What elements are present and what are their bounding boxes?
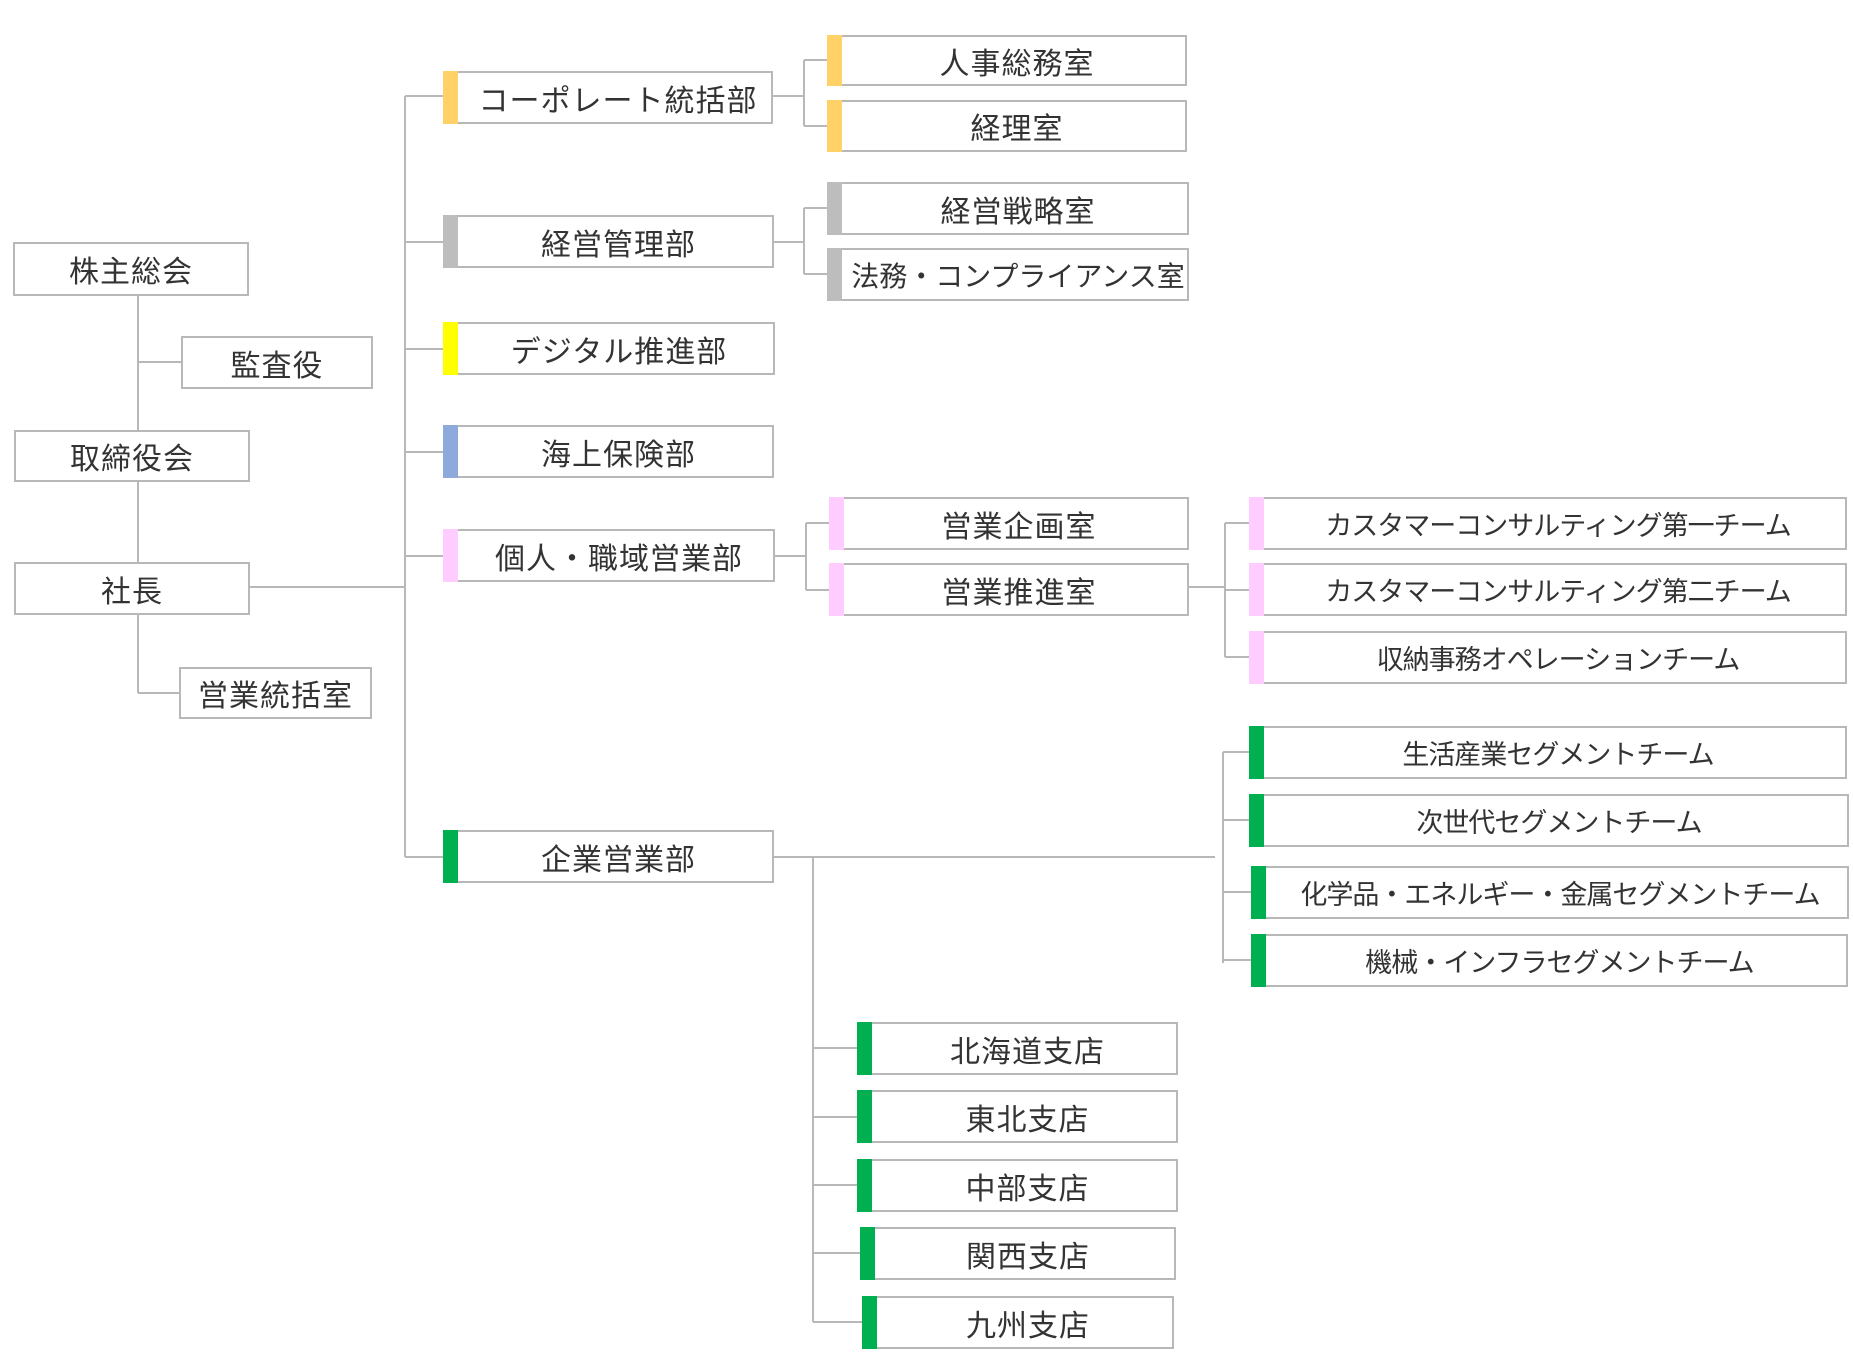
chubu-branch-box: 中部支店 (857, 1159, 1178, 1212)
sales-planning-office-label: 営業企画室 (941, 509, 1097, 545)
management-accent-bar (443, 215, 458, 268)
next-gen-segment-team-label: 次世代セグメントチーム (1416, 808, 1702, 839)
strategy-office-box: 経営戦略室 (827, 182, 1189, 235)
lifestyle-segment-team-label: 生活産業セグメントチーム (1402, 740, 1714, 771)
hr-general-office-box: 人事総務室 (827, 35, 1187, 86)
sales-promotion-office-box: 営業推進室 (829, 563, 1189, 616)
kyushu-branch-label: 九州支店 (966, 1308, 1090, 1344)
corporate-division-label: コーポレート統括部 (478, 83, 758, 119)
tohoku-accent-bar (857, 1090, 872, 1143)
sales-office-box: 営業統括室 (179, 667, 372, 719)
auditor-box: 監査役 (181, 336, 373, 389)
machinery-infra-team-label: 機械・インフラセグメントチーム (1365, 948, 1754, 979)
digital-division-label: デジタル推進部 (510, 334, 728, 370)
president-box: 社長 (14, 562, 250, 615)
personal-sales-division-box: 個人・職域営業部 (443, 529, 775, 582)
chemicals-accent-bar (1251, 866, 1266, 919)
next-gen-accent-bar (1249, 794, 1264, 847)
corporate-division-box: コーポレート統括部 (443, 71, 773, 124)
chemicals-energy-metals-team-label: 化学品・エネルギー・金属セグメントチーム (1300, 880, 1820, 911)
sales-promotion-accent-bar (829, 563, 844, 616)
consulting-2-accent-bar (1249, 563, 1264, 616)
customer-consulting-team-1-label: カスタマーコンサルティング第一チーム (1325, 511, 1792, 542)
chemicals-energy-metals-team-box: 化学品・エネルギー・金属セグメントチーム (1251, 866, 1849, 919)
sales-planning-accent-bar (829, 497, 844, 550)
customer-consulting-team-2-box: カスタマーコンサルティング第二チーム (1249, 563, 1847, 616)
strategy-accent-bar (827, 182, 842, 235)
hokkaido-accent-bar (857, 1022, 872, 1075)
tohoku-branch-label: 東北支店 (965, 1102, 1090, 1138)
board-label: 取締役会 (70, 442, 194, 477)
management-division-box: 経営管理部 (443, 215, 774, 268)
legal-accent-bar (827, 248, 842, 301)
kyushu-branch-box: 九州支店 (862, 1296, 1174, 1349)
collection-ops-accent-bar (1249, 631, 1264, 684)
president-label: 社長 (101, 574, 163, 610)
digital-division-box: デジタル推進部 (443, 322, 775, 375)
lifestyle-accent-bar (1249, 726, 1264, 779)
customer-consulting-team-2-label: カスタマーコンサルティング第二チーム (1325, 577, 1792, 608)
collection-operations-team-box: 収納事務オペレーションチーム (1249, 631, 1847, 684)
personal-sales-division-label: 個人・職域営業部 (495, 541, 743, 577)
enterprise-sales-division-label: 企業営業部 (541, 842, 696, 878)
kansai-branch-label: 関西支店 (966, 1239, 1090, 1275)
lifestyle-segment-team-box: 生活産業セグメントチーム (1249, 726, 1847, 779)
digital-accent-bar (443, 322, 458, 375)
kansai-branch-box: 関西支店 (860, 1227, 1176, 1280)
machinery-infra-team-box: 機械・インフラセグメントチーム (1251, 934, 1848, 987)
management-division-label: 経営管理部 (541, 227, 696, 263)
hr-accent-bar (827, 35, 842, 86)
next-gen-segment-team-box: 次世代セグメントチーム (1249, 794, 1849, 847)
chubu-branch-label: 中部支店 (965, 1171, 1090, 1207)
accounting-office-box: 経理室 (827, 100, 1187, 152)
sales-office-label: 営業統括室 (198, 679, 353, 714)
customer-consulting-team-1-box: カスタマーコンサルティング第一チーム (1249, 497, 1847, 550)
consulting-1-accent-bar (1249, 497, 1264, 550)
chubu-accent-bar (857, 1159, 872, 1212)
legal-compliance-office-label: 法務・コンプライアンス室 (851, 259, 1185, 293)
enterprise-sales-division-box: 企業営業部 (443, 830, 774, 883)
tohoku-branch-box: 東北支店 (857, 1090, 1178, 1143)
hokkaido-branch-box: 北海道支店 (857, 1022, 1178, 1075)
strategy-office-label: 経営戦略室 (940, 194, 1096, 230)
shareholders-meeting-box: 株主総会 (13, 242, 249, 296)
legal-compliance-office-box: 法務・コンプライアンス室 (827, 248, 1189, 301)
shareholders-meeting-label: 株主総会 (69, 255, 193, 290)
auditor-label: 監査役 (230, 348, 324, 384)
hokkaido-branch-label: 北海道支店 (950, 1034, 1105, 1070)
corporate-accent-bar (443, 71, 458, 124)
kyushu-accent-bar (862, 1296, 877, 1349)
marine-division-label: 海上保険部 (541, 437, 696, 473)
marine-division-box: 海上保険部 (443, 425, 774, 478)
enterprise-accent-bar (443, 830, 458, 883)
hr-general-office-label: 人事総務室 (939, 46, 1095, 82)
sales-promotion-office-label: 営業推進室 (941, 575, 1097, 611)
machinery-accent-bar (1251, 934, 1266, 987)
marine-accent-bar (443, 425, 458, 478)
collection-operations-team-label: 収納事務オペレーションチーム (1376, 645, 1741, 676)
board-box: 取締役会 (14, 430, 250, 482)
sales-planning-office-box: 営業企画室 (829, 497, 1189, 550)
accounting-office-label: 経理室 (970, 112, 1064, 147)
accounting-accent-bar (827, 100, 842, 152)
personal-sales-accent-bar (443, 529, 458, 582)
kansai-accent-bar (860, 1227, 875, 1280)
